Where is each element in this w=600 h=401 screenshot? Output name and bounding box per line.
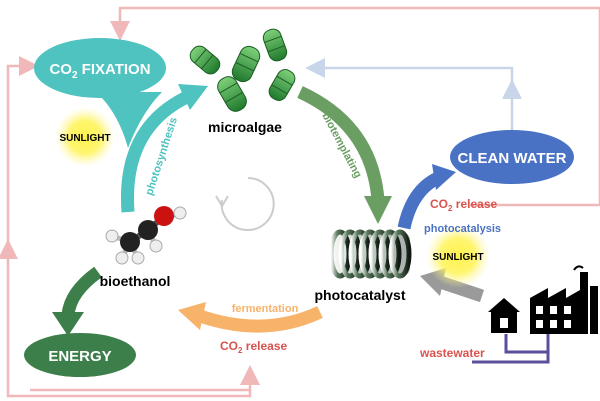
clean-water-label: CLEAN WATER xyxy=(458,150,567,167)
sunlight-glow-left xyxy=(55,107,115,167)
photocatalyst-coil-icon xyxy=(328,229,412,279)
photocatalyst-label: photocatalyst xyxy=(314,287,405,303)
fermentation-arrow xyxy=(178,302,323,333)
photocatalysis-label: photocatalysis xyxy=(424,223,501,235)
photosynthesis-arrow xyxy=(120,84,208,213)
fermentation-label: fermentation xyxy=(232,303,299,315)
cycle-icon xyxy=(215,177,275,231)
co2-release-right-label: CO2 release xyxy=(430,197,497,213)
sunlight-glow-right xyxy=(426,224,490,288)
water-feedback-line xyxy=(305,58,522,130)
co2-fixation-node xyxy=(34,38,166,98)
energy-label: ENERGY xyxy=(48,348,111,365)
biotemplating-arrow xyxy=(297,86,392,224)
microalgae-cluster-icon xyxy=(189,28,296,112)
wastewater-label: wastewater xyxy=(419,346,485,360)
energy-arrow xyxy=(52,266,102,336)
house-icon xyxy=(488,298,520,333)
wastewater-pipe xyxy=(504,334,550,354)
co2-fixation-stem xyxy=(96,92,162,148)
co2-fixation-label: CO2 FIXATION xyxy=(49,61,150,81)
outer-co2-loop xyxy=(0,6,600,398)
wastewater-line xyxy=(472,352,550,364)
ethanol-molecule-icon xyxy=(105,206,187,265)
loop-top-line xyxy=(118,6,600,30)
factory-icon xyxy=(530,265,598,334)
co2-release-bottom-label: CO2 release xyxy=(220,339,287,355)
loop-left-line xyxy=(6,64,32,330)
clean-water-node xyxy=(450,130,574,184)
energy-node xyxy=(24,333,136,377)
sunlight-right-label: SUNLIGHT xyxy=(432,252,483,263)
bioethanol-label: bioethanol xyxy=(100,273,171,289)
sunlight-left-label: SUNLIGHT xyxy=(59,133,110,144)
microalgae-label: microalgae xyxy=(208,119,282,135)
photocatalysis-arrow xyxy=(397,164,456,230)
